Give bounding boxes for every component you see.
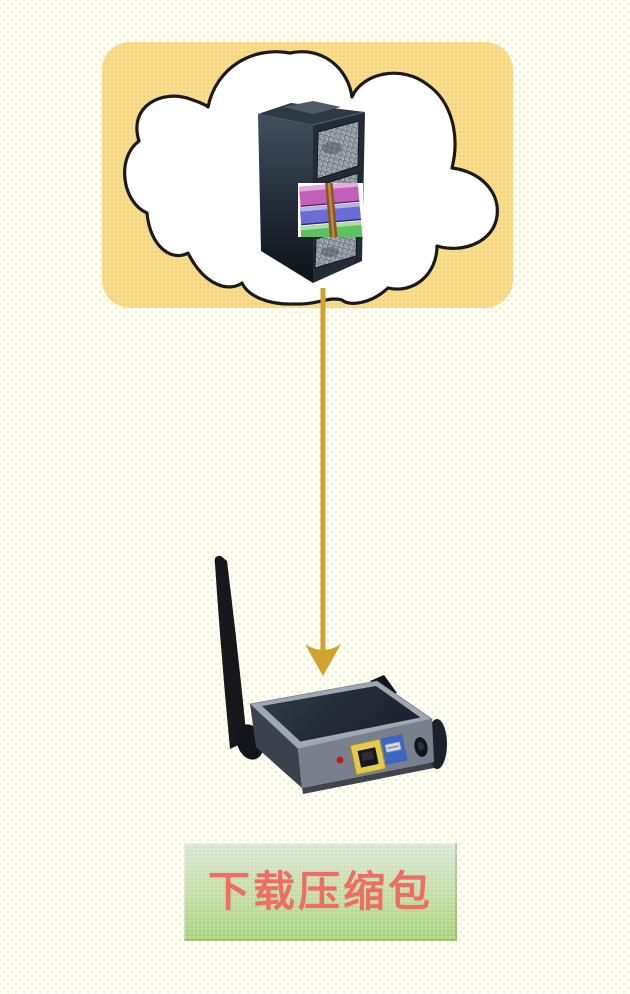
wireless-router-icon	[214, 555, 447, 794]
ethernet-port	[349, 738, 387, 776]
winrar-archive-icon	[298, 183, 363, 237]
router-led	[336, 756, 344, 764]
caption-text: 下载压缩包	[207, 868, 433, 915]
caption-box: 下载压缩包	[184, 843, 457, 941]
power-jack	[414, 737, 428, 757]
usb-port	[380, 733, 408, 765]
download-arrow-icon	[305, 288, 341, 676]
